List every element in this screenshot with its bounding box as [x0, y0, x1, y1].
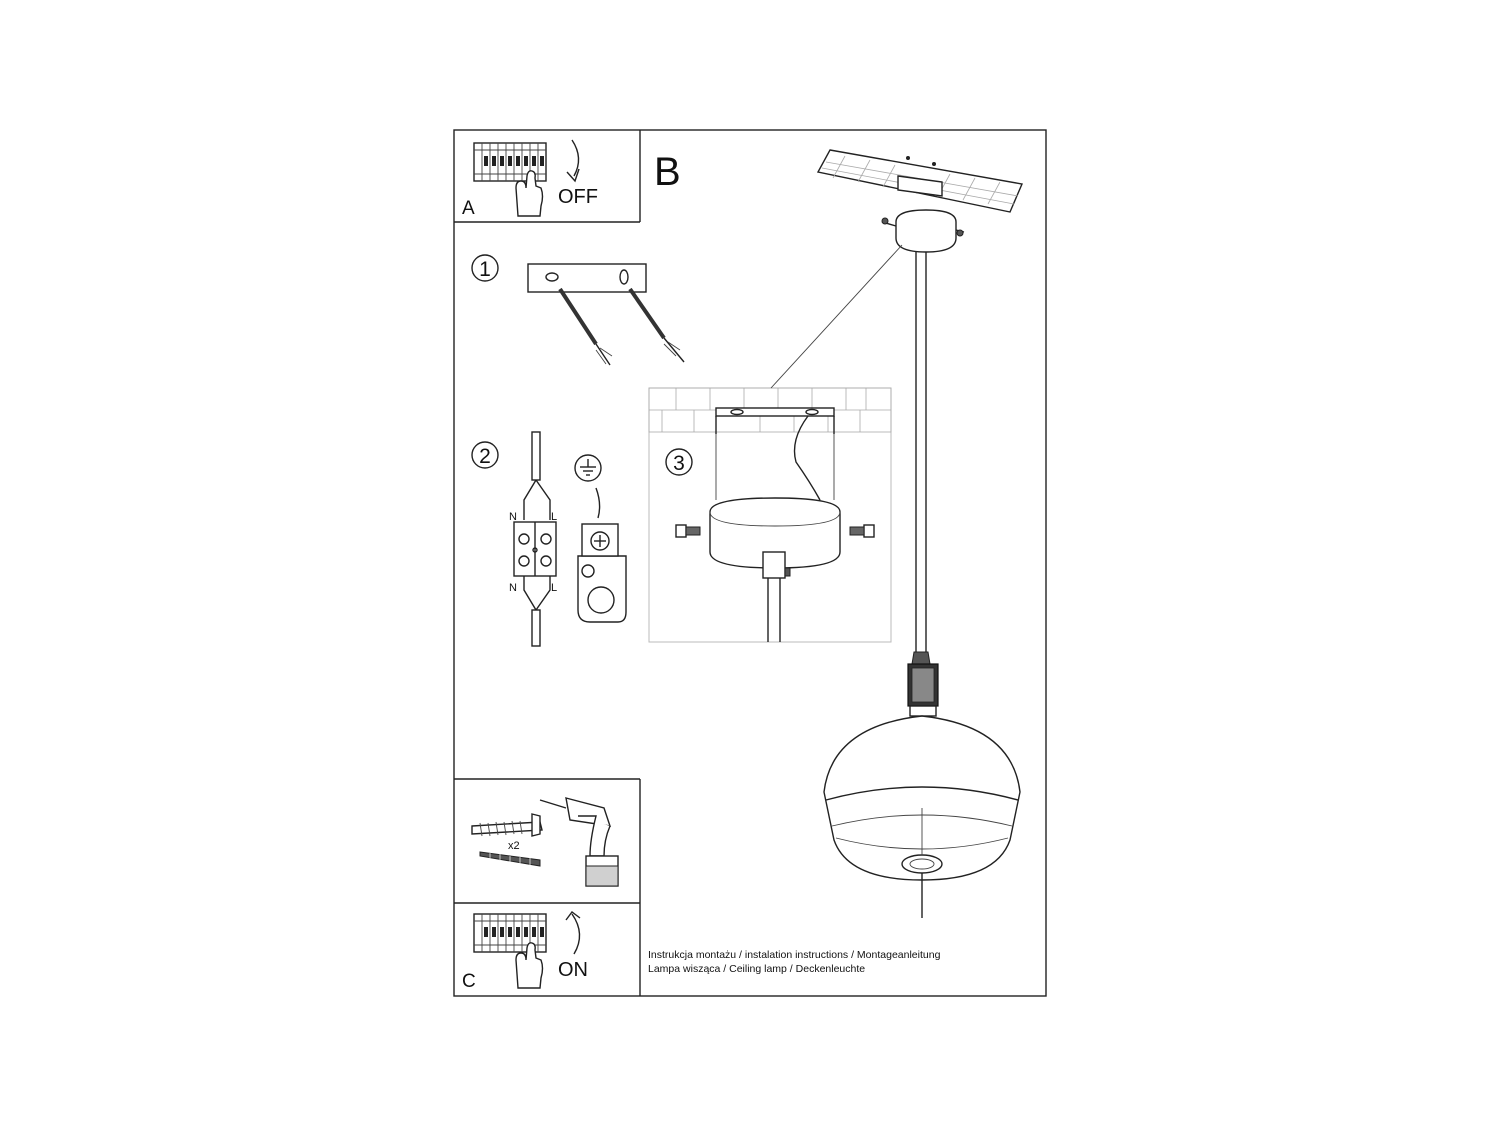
wire-left	[558, 287, 613, 366]
panel-c-action-label: ON	[558, 959, 588, 981]
step-3-number: 3	[673, 452, 685, 475]
step-2-number: 2	[479, 445, 491, 468]
panel-a-action-label: OFF	[558, 186, 598, 208]
outer-frame	[453, 129, 1047, 997]
mounting-bar	[527, 263, 647, 293]
step-1-number: 1	[479, 258, 491, 281]
pendant-lamp	[770, 149, 1023, 918]
ceiling-tiles	[648, 387, 892, 433]
breaker-panel-icon	[473, 913, 547, 953]
hand-icon	[515, 170, 544, 217]
lamp-shade	[823, 715, 1021, 881]
wiring-label-n-top: N	[509, 511, 517, 523]
curved-arrow-icon	[566, 139, 580, 183]
wall-plug-icon	[471, 813, 543, 837]
wire-right	[628, 287, 685, 363]
step-3: 3	[648, 387, 892, 643]
screw-icon	[479, 851, 541, 867]
panel-b-letter: B	[654, 150, 681, 194]
curved-arrow-icon	[565, 911, 581, 955]
earth-terminal	[577, 555, 627, 623]
panel-a: OFF A	[462, 139, 598, 219]
quantity-label: x2	[508, 840, 520, 852]
wiring-label-l-bottom: L	[551, 582, 557, 594]
wiring-label-n-bottom: N	[509, 582, 517, 594]
drill-icon	[539, 797, 619, 887]
footer-line-2: Lampa wisząca / Ceiling lamp / Deckenleu…	[648, 963, 865, 975]
panel-c-letter: C	[462, 971, 476, 992]
step-1: 1	[471, 254, 685, 366]
canopy	[709, 497, 841, 569]
earth-ground-icon	[574, 454, 602, 482]
hand-icon	[515, 942, 544, 989]
screw-icon	[675, 524, 875, 538]
step-2: 2 N L N L	[471, 431, 627, 647]
panel-c: ON C	[462, 911, 588, 992]
footer-line-1: Instrukcja montażu / instalation instruc…	[648, 949, 941, 961]
panel-a-letter: A	[462, 198, 475, 219]
wiring-label-l-top: L	[551, 511, 557, 523]
tools-panel: x2	[471, 797, 619, 887]
